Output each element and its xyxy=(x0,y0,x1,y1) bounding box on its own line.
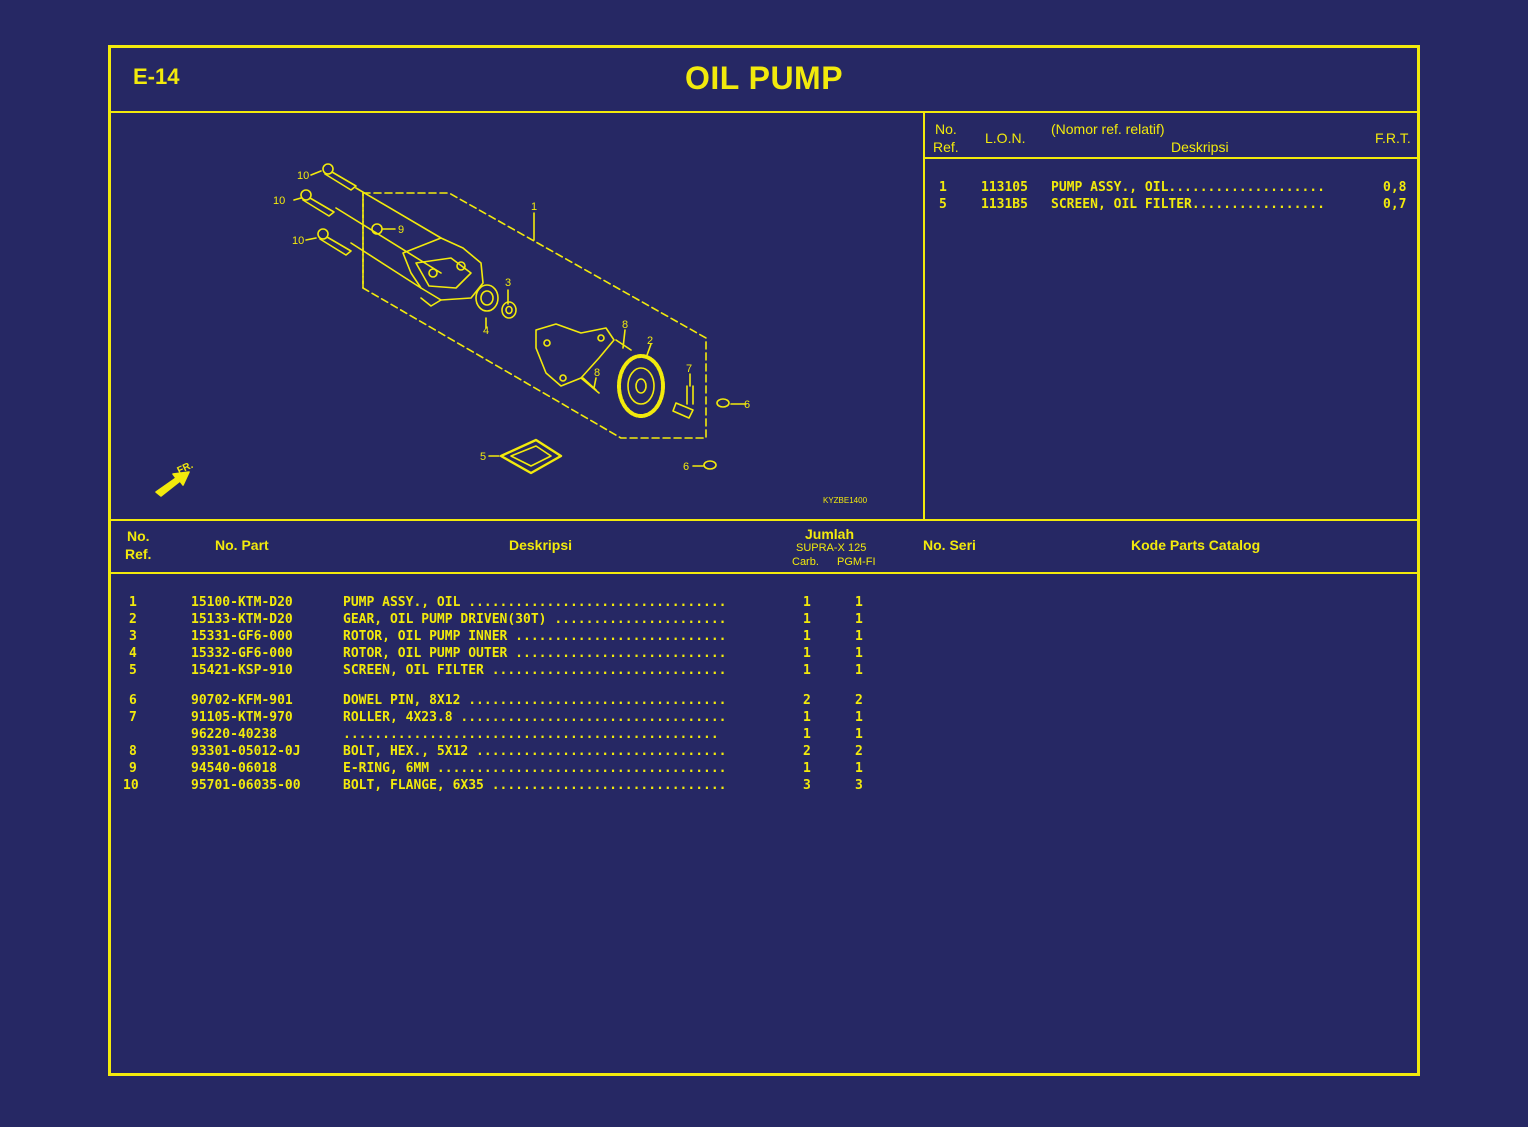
svg-text:8: 8 xyxy=(622,319,628,331)
bolt-flange-part xyxy=(300,163,357,256)
oil-pump-exploded-diagram: 10 10 10 9 1 3 4 8 2 7 8 6 5 6 FR. KYZBE… xyxy=(155,163,868,505)
parts-header-no-seri: No. Seri xyxy=(923,537,976,553)
callout-numbers: 10 10 10 9 1 3 4 8 2 7 8 6 5 6 FR. KYZBE… xyxy=(176,170,868,505)
svg-text:1: 1 xyxy=(531,201,537,213)
title-divider xyxy=(111,111,1417,113)
frt-header-frt: F.R.T. xyxy=(1375,130,1411,146)
parts-header-pgmfi: PGM-FI xyxy=(837,556,876,568)
svg-text:10: 10 xyxy=(273,195,285,207)
oil-filter-screen-part xyxy=(499,438,563,475)
parts-header-no-part: No. Part xyxy=(215,537,269,553)
svg-text:8: 8 xyxy=(594,367,600,379)
frt-header-ref: Ref. xyxy=(933,139,959,155)
front-label: FR. xyxy=(176,460,195,477)
svg-text:9: 9 xyxy=(398,224,404,236)
svg-text:5: 5 xyxy=(480,451,486,463)
svg-text:3: 3 xyxy=(505,277,511,289)
parts-table-top-divider xyxy=(111,519,1417,521)
parts-header-carb: Carb. xyxy=(792,556,819,568)
frt-header-divider xyxy=(924,157,1417,159)
parts-catalog-sheet: E-14 OIL PUMP No. Ref. L.O.N. (Nomor ref… xyxy=(108,45,1420,1076)
svg-text:10: 10 xyxy=(297,170,309,182)
section-code: E-14 xyxy=(133,64,180,89)
svg-text:7: 7 xyxy=(686,363,692,375)
diagram-divider xyxy=(923,112,925,520)
dowel-pin-part xyxy=(672,402,694,419)
driven-gear-part xyxy=(617,354,665,418)
svg-text:6: 6 xyxy=(744,399,750,411)
frt-header-lon: L.O.N. xyxy=(985,130,1026,146)
svg-text:2: 2 xyxy=(647,335,653,347)
parts-header-jumlah: Jumlah xyxy=(805,526,855,542)
parts-header-no: No. xyxy=(127,528,150,544)
svg-text:10: 10 xyxy=(292,235,304,247)
diagram-code: KYZBE1400 xyxy=(823,496,868,505)
front-direction-icon xyxy=(155,471,190,497)
e-ring-part xyxy=(371,223,383,235)
parts-header-ref: Ref. xyxy=(125,546,152,562)
frt-header-no: No. xyxy=(935,121,957,137)
parts-header-divider xyxy=(111,572,1417,574)
frt-header-deskripsi: Deskripsi xyxy=(1171,139,1229,155)
svg-text:4: 4 xyxy=(483,325,489,337)
pump-cover-part xyxy=(535,323,615,394)
parts-header-deskripsi: Deskripsi xyxy=(509,537,573,553)
oil-pump-rotors-part xyxy=(475,284,517,319)
pump-body-part xyxy=(402,237,484,307)
roller-part xyxy=(686,385,694,405)
page-title: OIL PUMP xyxy=(684,60,844,96)
parts-rows: 1 15100-KTM-D20 PUMP ASSY., OIL ........… xyxy=(123,595,863,793)
svg-text:6: 6 xyxy=(683,461,689,473)
parts-header-kode: Kode Parts Catalog xyxy=(1131,537,1261,553)
frt-header-nomor-ref: (Nomor ref. relatif) xyxy=(1051,121,1165,137)
parts-header-model: SUPRA-X 125 xyxy=(796,542,867,554)
